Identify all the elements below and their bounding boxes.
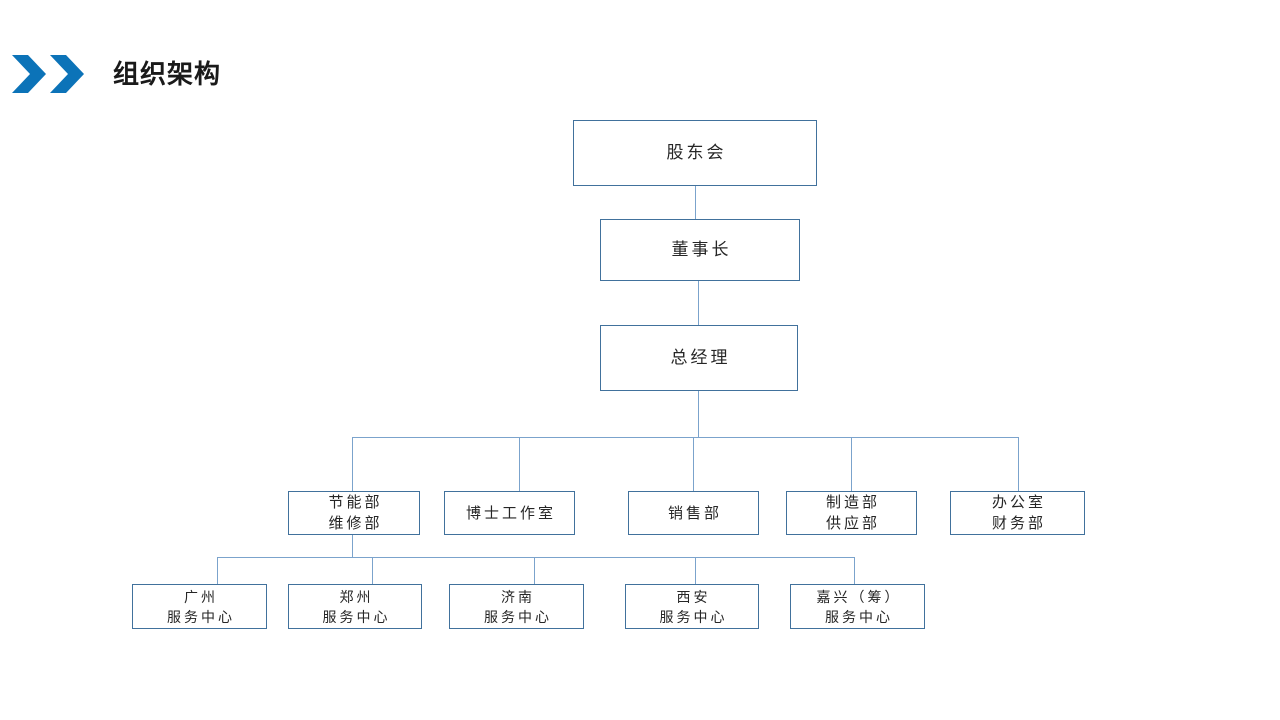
- slide-header: 组织架构: [0, 45, 1280, 105]
- org-node-general-manager[interactable]: 总经理: [600, 325, 798, 391]
- org-node-label-line1: 嘉兴（筹）: [816, 588, 902, 605]
- org-node-label-line1: 广州: [184, 588, 218, 605]
- org-node-label-line1: 节能部: [328, 494, 383, 511]
- connector-drop-energy-maintenance: [352, 437, 353, 491]
- connector-drop-jinan-service: [534, 557, 535, 584]
- org-node-label-line2: 服务中心: [167, 608, 235, 625]
- org-node-shareholders[interactable]: 股东会: [573, 120, 817, 186]
- org-node-label-line1: 销售部: [667, 504, 722, 522]
- org-node-chairman[interactable]: 董事长: [600, 219, 800, 281]
- org-node-label-line1: 郑州: [339, 588, 374, 605]
- connector-generalmanager-stem: [698, 391, 699, 438]
- org-node-jinan-service[interactable]: 济南 服务中心: [449, 584, 584, 629]
- org-node-manufacturing-supply[interactable]: 制造部 供应部: [786, 491, 917, 535]
- connector-drop-xian-service: [695, 557, 696, 584]
- org-node-energy-maintenance[interactable]: 节能部 维修部: [288, 491, 420, 535]
- org-node-guangzhou-service[interactable]: 广州 服务中心: [132, 584, 267, 629]
- page-title: 组织架构: [113, 59, 222, 89]
- connector-drop-sales: [693, 437, 694, 491]
- org-node-zhengzhou-service[interactable]: 郑州 服务中心: [288, 584, 422, 629]
- org-node-label-line2: 服务中心: [659, 608, 728, 625]
- org-node-label-line2: 财务部: [991, 515, 1046, 532]
- connector-chairman-generalmanager: [698, 281, 699, 325]
- org-node-label-line1: 董事长: [671, 240, 732, 259]
- connector-shareholders-chairman: [695, 186, 696, 219]
- connector-drop-guangzhou-service: [217, 557, 218, 584]
- org-node-label-line1: 办公室: [991, 494, 1046, 511]
- connector-drop-office-finance: [1018, 437, 1019, 491]
- org-node-label-line2: 服务中心: [322, 608, 391, 625]
- double-chevron-right-icon: [12, 55, 90, 93]
- org-node-sales[interactable]: 销售部: [628, 491, 759, 535]
- org-node-label-line1: 制造部: [825, 494, 880, 511]
- connector-drop-manufacturing-supply: [851, 437, 852, 491]
- connector-drop-zhengzhou-service: [372, 557, 373, 584]
- connector-service-bus: [217, 557, 855, 558]
- connector-drop-jiaxing-service: [854, 557, 855, 584]
- org-node-jiaxing-service[interactable]: 嘉兴（筹） 服务中心: [790, 584, 925, 629]
- org-node-label-line1: 总经理: [670, 348, 731, 367]
- org-node-xian-service[interactable]: 西安 服务中心: [625, 584, 759, 629]
- org-node-office-finance[interactable]: 办公室 财务部: [950, 491, 1085, 535]
- org-node-label-line2: 维修部: [328, 515, 383, 532]
- org-node-label-line1: 博士工作室: [465, 504, 556, 522]
- chevron-right-icon-2: [50, 55, 84, 93]
- connector-energy-maintenance-stem: [352, 535, 353, 558]
- org-node-label-line1: 济南: [501, 588, 535, 605]
- org-node-label-line1: 股东会: [666, 143, 727, 162]
- chevron-right-icon-1: [12, 55, 46, 93]
- org-node-label-line2: 服务中心: [484, 608, 552, 625]
- org-node-doctoral-studio[interactable]: 博士工作室: [444, 491, 575, 535]
- org-node-label-line2: 供应部: [825, 515, 880, 532]
- connector-drop-doctoral-studio: [519, 437, 520, 491]
- org-node-label-line2: 服务中心: [825, 608, 893, 625]
- connector-department-bus: [352, 437, 1019, 438]
- org-node-label-line1: 西安: [676, 588, 711, 605]
